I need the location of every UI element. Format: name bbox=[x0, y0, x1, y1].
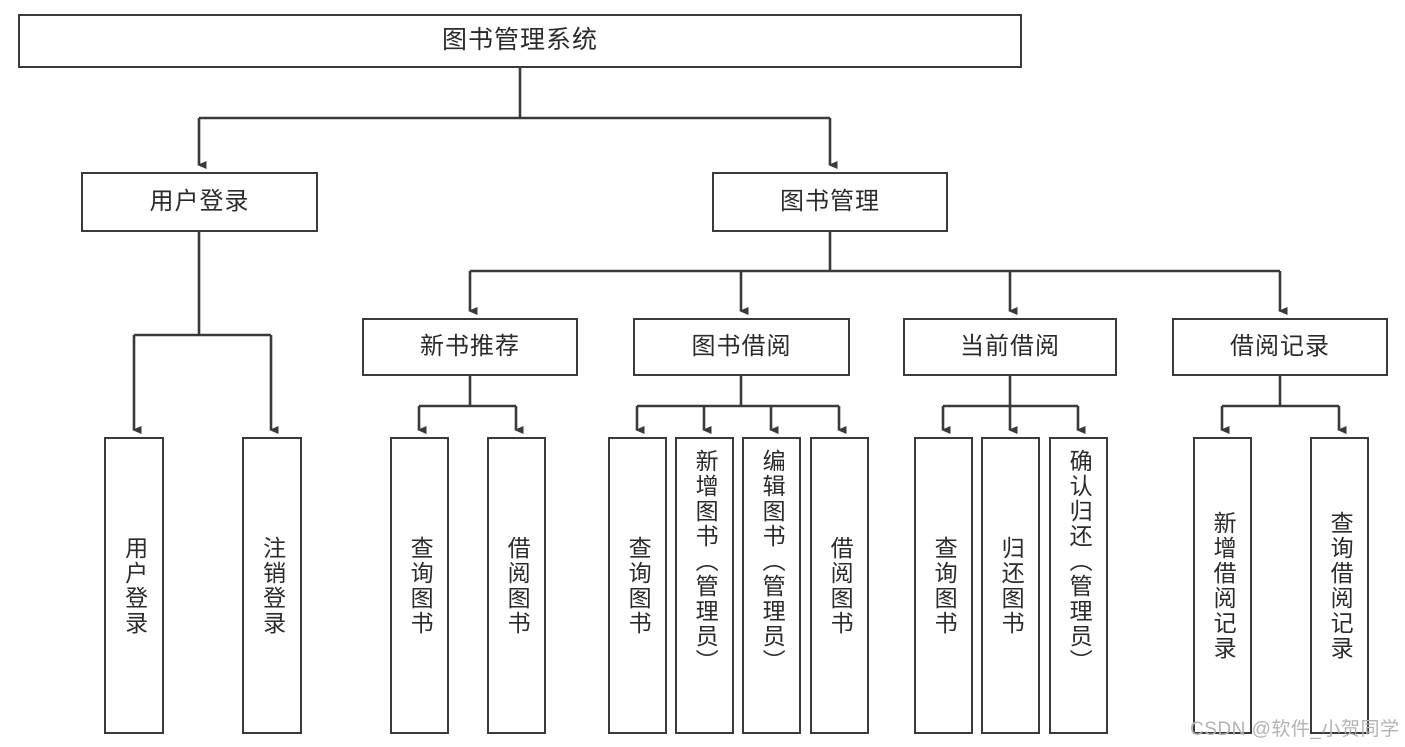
node-label: 用户登录 bbox=[149, 187, 250, 215]
node-label: 归还图书 bbox=[998, 535, 1025, 636]
node-label: 查询图书 bbox=[931, 535, 958, 636]
leaf-user-login-login[interactable]: 用户登录 bbox=[104, 437, 164, 734]
node-label: 确认归还（管理员） bbox=[1066, 449, 1093, 674]
leaf-book-borrow-query-book[interactable]: 查询图书 bbox=[608, 437, 667, 734]
node-book-management[interactable]: 图书管理 bbox=[712, 172, 948, 232]
node-label: 编辑图书（管理员） bbox=[759, 449, 786, 674]
node-label: 新增图书（管理员） bbox=[692, 449, 719, 674]
leaf-new-book-query-book[interactable]: 查询图书 bbox=[390, 437, 449, 734]
node-label: 图书管理 bbox=[780, 187, 880, 215]
node-label: 借阅图书 bbox=[827, 535, 854, 636]
leaf-borrow-record-add-record[interactable]: 新增借阅记录 bbox=[1193, 437, 1252, 734]
node-label: 新增借阅记录 bbox=[1210, 510, 1237, 661]
leaf-book-borrow-add-book-admin[interactable]: 新增图书（管理员） bbox=[675, 437, 734, 734]
leaf-current-borrow-return-book[interactable]: 归还图书 bbox=[981, 437, 1040, 734]
node-label: 借阅图书 bbox=[504, 535, 531, 636]
leaf-borrow-record-query-record[interactable]: 查询借阅记录 bbox=[1310, 437, 1369, 734]
node-label: 图书借阅 bbox=[691, 332, 792, 360]
leaf-current-borrow-confirm-return-admin[interactable]: 确认归还（管理员） bbox=[1049, 437, 1108, 734]
leaf-user-login-logout[interactable]: 注销登录 bbox=[242, 437, 302, 734]
csdn-watermark: CSDN @软件_小贺同学 bbox=[1190, 719, 1400, 740]
leaf-book-borrow-borrow-book[interactable]: 借阅图书 bbox=[810, 437, 869, 734]
leaf-current-borrow-query-book[interactable]: 查询图书 bbox=[914, 437, 973, 734]
node-label: 查询图书 bbox=[625, 535, 652, 636]
node-borrow-record[interactable]: 借阅记录 bbox=[1172, 318, 1388, 376]
node-label: 借阅记录 bbox=[1230, 332, 1330, 360]
node-user-login[interactable]: 用户登录 bbox=[81, 172, 318, 232]
node-new-book-recommend[interactable]: 新书推荐 bbox=[362, 318, 578, 376]
leaf-book-borrow-edit-book-admin[interactable]: 编辑图书（管理员） bbox=[742, 437, 801, 734]
node-label: 查询图书 bbox=[407, 535, 434, 636]
leaf-new-book-borrow-book[interactable]: 借阅图书 bbox=[487, 437, 546, 734]
node-root-book-management-system[interactable]: 图书管理系统 bbox=[18, 14, 1022, 68]
node-label: 新书推荐 bbox=[420, 332, 520, 360]
node-label: 用户登录 bbox=[121, 535, 148, 636]
node-current-borrow[interactable]: 当前借阅 bbox=[903, 318, 1117, 376]
node-label: 当前借阅 bbox=[960, 332, 1060, 360]
node-book-borrow[interactable]: 图书借阅 bbox=[633, 318, 850, 376]
node-label: 图书管理系统 bbox=[441, 26, 598, 55]
node-label: 查询借阅记录 bbox=[1327, 510, 1354, 661]
node-label: 注销登录 bbox=[259, 535, 286, 636]
